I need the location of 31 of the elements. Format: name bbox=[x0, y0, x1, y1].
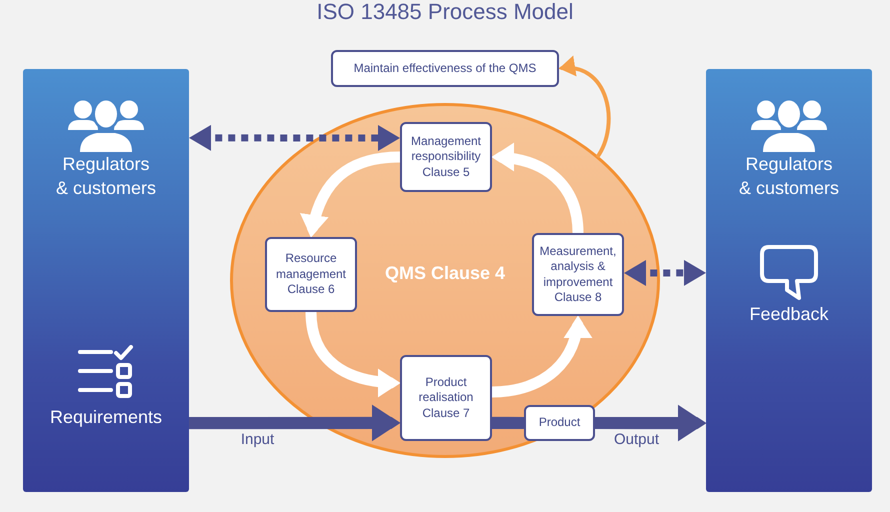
edge-label: Output bbox=[612, 431, 662, 450]
curved-arrow bbox=[492, 144, 584, 234]
arrow bbox=[595, 404, 706, 442]
process-box bbox=[265, 237, 357, 312]
process-label: Management responsibility Clause 5 bbox=[410, 134, 482, 180]
curved-arrow bbox=[300, 152, 400, 238]
qms-label: QMS Clause 4 bbox=[384, 262, 506, 284]
connector-line bbox=[492, 416, 524, 430]
process-box bbox=[532, 233, 624, 316]
curved-arrow bbox=[492, 316, 592, 398]
qms-ellipse bbox=[230, 103, 660, 458]
panel-label: Feedback bbox=[749, 303, 829, 326]
stakeholder-panel bbox=[23, 69, 189, 492]
output-label: Product bbox=[538, 415, 580, 431]
curved-arrow bbox=[558, 57, 611, 158]
dotted-double-arrow bbox=[624, 260, 706, 286]
process-label: Measurement, analysis & improvement Clause 8 bbox=[538, 244, 618, 306]
curved-arrow bbox=[306, 312, 400, 397]
process-label: Resource management Clause 6 bbox=[274, 251, 348, 298]
process-box bbox=[400, 355, 492, 441]
diagram-title: ISO 13485 Process Model bbox=[316, 0, 574, 24]
dotted-double-arrow bbox=[189, 124, 400, 151]
process-label: Product realisation Clause 7 bbox=[418, 374, 474, 422]
objective-box bbox=[331, 50, 559, 87]
panel-label: Requirements bbox=[50, 406, 162, 429]
arrow bbox=[189, 404, 400, 442]
objective-label: Maintain effectiveness of the QMS bbox=[354, 60, 536, 76]
panel-heading: Regulators & customers bbox=[738, 153, 840, 200]
panel-heading: Regulators & customers bbox=[54, 153, 158, 200]
stakeholder-panel bbox=[706, 69, 872, 492]
process-box bbox=[400, 122, 492, 192]
